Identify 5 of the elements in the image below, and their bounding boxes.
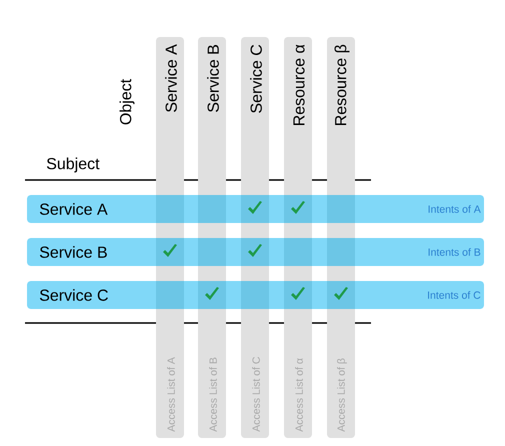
row-band: Service B Intents of B bbox=[27, 238, 484, 266]
row-band: Service C Intents of C bbox=[27, 281, 484, 309]
row-band: Service A Intents of A bbox=[27, 195, 484, 223]
axis-label: Subject bbox=[46, 158, 100, 172]
axis-label: Object bbox=[120, 79, 134, 124]
